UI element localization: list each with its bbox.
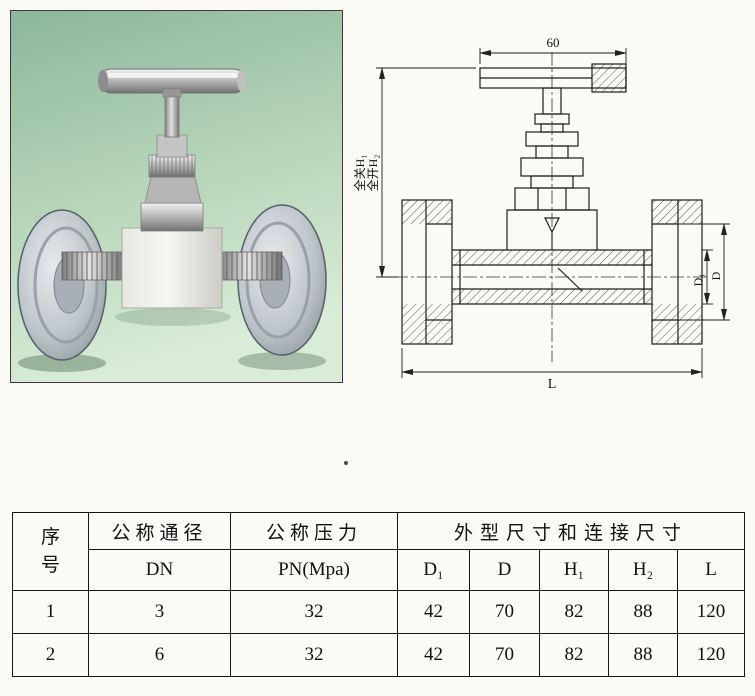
header-pn: PN(Mpa) — [230, 549, 398, 591]
drawing-centerlines — [394, 52, 710, 362]
scan-speck — [344, 461, 348, 465]
dim-open-height-h2-label: 全开H₂ — [365, 155, 380, 192]
drawing-dimension-lines — [376, 48, 730, 378]
header-serial-label: 序号 — [40, 526, 60, 576]
header-d1: D₁ — [397, 549, 470, 591]
cell-d1: 42 — [397, 590, 470, 634]
photo-t-handle — [98, 68, 247, 98]
dim-d-label: D — [709, 271, 723, 280]
valve-photo-illustration — [11, 11, 342, 382]
table-row: 1 3 32 42 70 82 88 120 — [12, 590, 746, 634]
photo-threaded-nipples — [61, 251, 283, 281]
photo-valve-body — [121, 227, 223, 309]
header-dimensions-group: 外型尺寸和连接尺寸 — [396, 512, 746, 550]
photo-shadows — [18, 308, 326, 372]
cell-d: 70 — [469, 590, 540, 634]
cell-d: 70 — [469, 633, 540, 677]
cell-dn: 6 — [88, 633, 231, 677]
drawing-hatched-sections — [402, 64, 702, 344]
cell-serial: 2 — [12, 633, 89, 677]
cell-dn: 3 — [88, 590, 231, 634]
photo-bonnet-stack — [140, 94, 204, 232]
header-h1: H₁ — [539, 549, 609, 591]
valve-drawing-svg: 60 全关H₁ 全开H₂ D₁ D L — [352, 35, 730, 392]
cell-pn: 32 — [230, 590, 398, 634]
cell-h2: 88 — [608, 590, 678, 634]
header-dn: DN — [88, 549, 231, 591]
dim-length-l-label: L — [548, 377, 557, 392]
cell-h1: 82 — [539, 633, 609, 677]
table-row: 2 6 32 42 70 82 88 120 — [12, 633, 746, 677]
photo-left-flange — [17, 209, 107, 361]
dim-d1-label: D₁ — [691, 274, 705, 287]
cell-d1: 42 — [397, 633, 470, 677]
header-h2: H₂ — [608, 549, 678, 591]
cell-serial: 1 — [12, 590, 89, 634]
header-nominal-diameter: 公称通径 — [88, 512, 231, 550]
header-d: D — [469, 549, 540, 591]
valve-photo — [10, 10, 343, 383]
dim-closed-height-h1-label: 全关H₁ — [352, 155, 367, 192]
dim-width-60-label: 60 — [547, 35, 560, 50]
header-serial: 序号 — [12, 512, 89, 591]
drawing-dimension-labels: 60 全关H₁ 全开H₂ D₁ D L — [352, 35, 723, 392]
cell-pn: 32 — [230, 633, 398, 677]
cell-l: 120 — [676, 633, 746, 677]
header-row-2: DN PN(Mpa) D₁ D H₁ H₂ L — [13, 549, 746, 591]
cell-h1: 82 — [539, 590, 609, 634]
technical-drawing: 60 全关H₁ 全开H₂ D₁ D L — [352, 28, 747, 396]
header-row-1: 序号 公称通径 公称压力 外型尺寸和连接尺寸 — [12, 512, 746, 591]
cell-h2: 88 — [608, 633, 678, 677]
cell-l: 120 — [676, 590, 746, 634]
spec-table: 序号 公称通径 公称压力 外型尺寸和连接尺寸 DN PN(Mpa) D₁ D H… — [12, 512, 746, 677]
header-nominal-pressure: 公称压力 — [230, 512, 398, 550]
header-l: L — [676, 549, 746, 591]
